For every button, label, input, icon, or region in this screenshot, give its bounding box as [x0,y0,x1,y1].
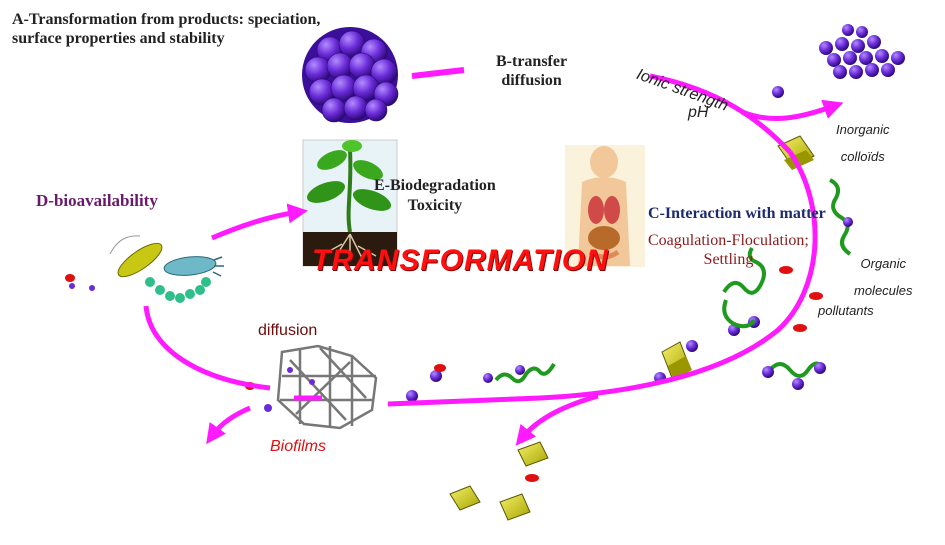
particle-dot [430,370,442,382]
organic-label-line2: molecules [854,283,913,298]
dispersed-particles-icon [819,24,905,79]
organic-chain-icon [722,246,766,336]
colloid-sheet-icon [449,485,481,511]
particle-dot [772,86,784,98]
particle-dot [686,340,698,352]
transfer-arrow-segment [411,67,465,79]
inorganic-label-line2: colloïds [840,149,885,164]
biodegradation-label-line2: Toxicity [407,197,463,214]
organic-label-line1: Organic [860,256,907,271]
interaction-label: C-Interaction with matter [648,205,826,222]
process-arrow [515,393,599,446]
process-arrow [387,150,818,407]
bacteria-icon [109,235,224,303]
pollutant-dot [779,266,793,274]
transfer-label-line2: diffusion [501,72,562,89]
pollutant-dot [434,364,446,372]
particle-dot [406,390,418,402]
organic-molecules-label: Organic molecules [854,250,913,304]
organic-chain-icon [829,178,853,256]
colloid-sheet-icon [517,441,549,467]
colloid-sheet-icon [661,341,692,380]
process-arrow [741,99,844,122]
transfer-label-line1: B-transfer [496,53,568,70]
biodegradation-label: E-Biodegradation Toxicity [374,176,496,216]
process-arrow [211,203,308,241]
plant-icon [302,139,398,267]
process-arrow [206,405,251,445]
organic-chain-icon [762,361,826,390]
colloid-sheet-icon [499,493,531,521]
pollutant-dot [809,292,823,300]
particle-dot [69,283,75,289]
inorganic-label-line1: Inorganic [836,122,890,137]
transfer-label: B-transfer diffusion [496,52,567,90]
transformation-banner: TRANSFORMATION [312,244,609,277]
human-body-icon [565,145,645,267]
transformation-products-label: A-Transformation from products: speciati… [12,11,321,47]
colloid-sheet-icon [777,135,815,170]
diffusion-label: diffusion [258,322,318,339]
nanoparticle-cluster-icon [302,27,399,123]
process-arrow [649,73,792,154]
biodegradation-label-line1: E-Biodegradation [374,177,496,194]
particle-dot [287,367,293,373]
coagulation-label-line1: Coagulation-Floculation; [648,232,809,249]
pollutant-dot [65,274,75,282]
organic-chain-icon [494,362,556,384]
inorganic-colloids-label: Inorganic colloïds [836,116,889,170]
particle-dot [89,285,95,291]
particle-dot [264,404,272,412]
particle-dot [309,379,315,385]
bioavailability-label: D-bioavailability [36,191,158,210]
process-arrow [143,305,271,391]
coagulation-label-line2: Settling [703,251,754,268]
pollutant-dot [525,474,539,482]
pollutant-dot [793,324,807,332]
coagulation-label: Coagulation-Floculation; Settling [648,231,809,269]
biofilms-label: Biofilms [270,438,327,455]
particle-dot [483,373,493,383]
biofilm-network-icon [276,344,378,430]
pollutants-label: pollutants [818,303,874,318]
ph-label: pH [688,104,709,121]
